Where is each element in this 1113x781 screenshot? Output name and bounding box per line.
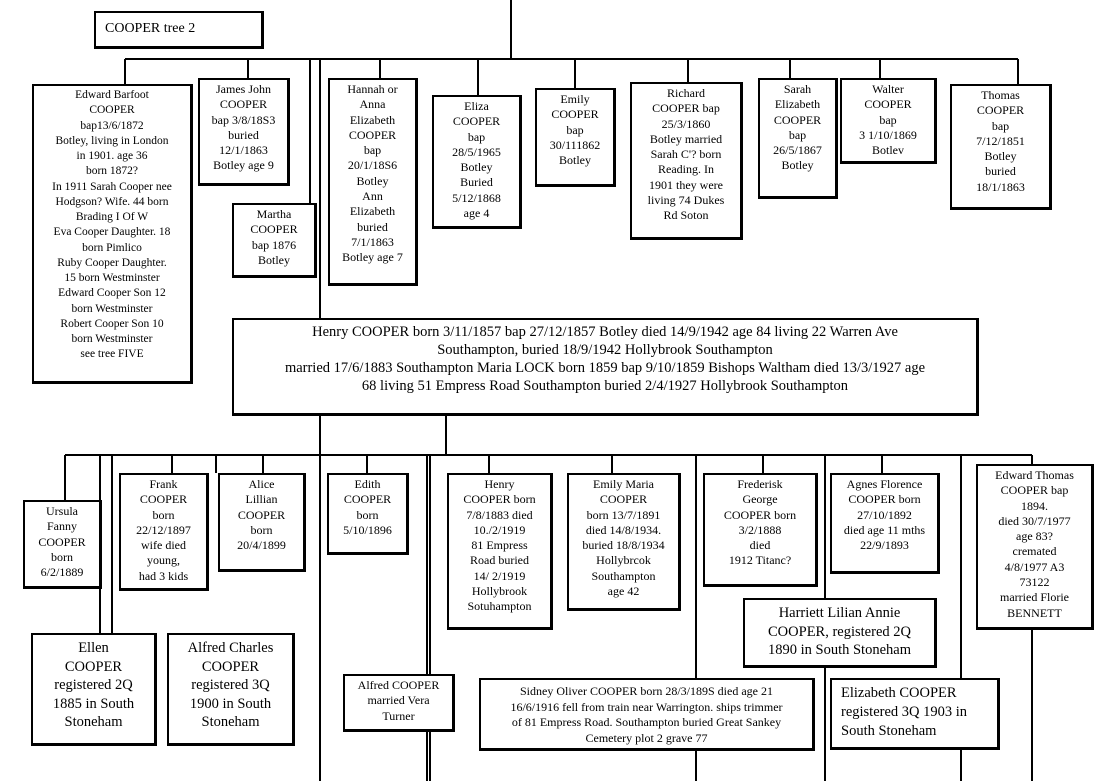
- person-elizabeth-cooper: Elizabeth COOPER registered 3Q 1903 in S…: [830, 678, 1000, 750]
- person-alfred-cooper: Alfred COOPER married Vera Turner: [343, 674, 455, 732]
- person-alfred-charles-cooper: Alfred Charles COOPER registered 3Q 1900…: [167, 633, 295, 746]
- person-emily-cooper: Emily COOPER bap 30/111862 Botley: [535, 88, 616, 187]
- person-martha-cooper: Martha COOPER bap 1876 Botley: [232, 203, 317, 278]
- person-harriett-lilian-annie-cooper: Harriett Lilian Annie COOPER, registered…: [743, 598, 937, 668]
- person-edward-thomas-cooper: Edward Thomas COOPER bap 1894. died 30/7…: [976, 464, 1094, 630]
- person-ellen-cooper: Ellen COOPER registered 2Q 1885 in South…: [31, 633, 157, 746]
- person-sidney-oliver-cooper: Sidney Oliver COOPER born 28/3/189S died…: [479, 678, 815, 751]
- person-henry-cooper-main: Henry COOPER born 3/11/1857 bap 27/12/18…: [232, 318, 979, 416]
- person-frank-cooper: Frank COOPER born 22/12/1897 wife died y…: [119, 473, 209, 591]
- person-edward-barfoot-cooper: Edward Barfoot COOPER bap13/6/1872 Botle…: [32, 84, 193, 384]
- person-richard-cooper: Richard COOPER bap 25/3/1860 Botley marr…: [630, 82, 743, 240]
- person-sarah-elizabeth-cooper: Sarah Elizabeth COOPER bap 26/5/1867 Bot…: [758, 78, 838, 199]
- tree-title: COOPER tree 2: [94, 11, 264, 49]
- person-hannah-cooper: Hannah or Anna Elizabeth COOPER bap 20/1…: [328, 78, 418, 286]
- person-thomas-cooper: Thomas COOPER bap 7/12/1851 Botley burie…: [950, 84, 1052, 210]
- person-alice-lillian-cooper: Alice Lillian COOPER born 20/4/1899: [218, 473, 306, 572]
- person-walter-cooper: Walter COOPER bap 3 1/10/1869 Botlev: [840, 78, 937, 164]
- person-eliza-cooper: Eliza COOPER bap 28/5/1965 Botley Buried…: [432, 95, 522, 229]
- person-edith-cooper: Edith COOPER born 5/10/1896: [327, 473, 409, 555]
- person-frederick-george-cooper: Frederisk George COOPER born 3/2/1888 di…: [703, 473, 818, 587]
- person-ursula-fanny-cooper: Ursula Fanny COOPER born 6/2/1889: [23, 500, 102, 589]
- person-henry-cooper-jr: Henry COOPER born 7/8/1883 died 10./2/19…: [447, 473, 553, 630]
- person-agnes-florence-cooper: Agnes Florence COOPER born 27/10/1892 di…: [830, 473, 940, 574]
- person-emily-maria-cooper: Emily Maria COOPER born 13/7/1891 died 1…: [567, 473, 681, 611]
- person-james-john-cooper: James John COOPER bap 3/8/18S3 buried 12…: [198, 78, 290, 186]
